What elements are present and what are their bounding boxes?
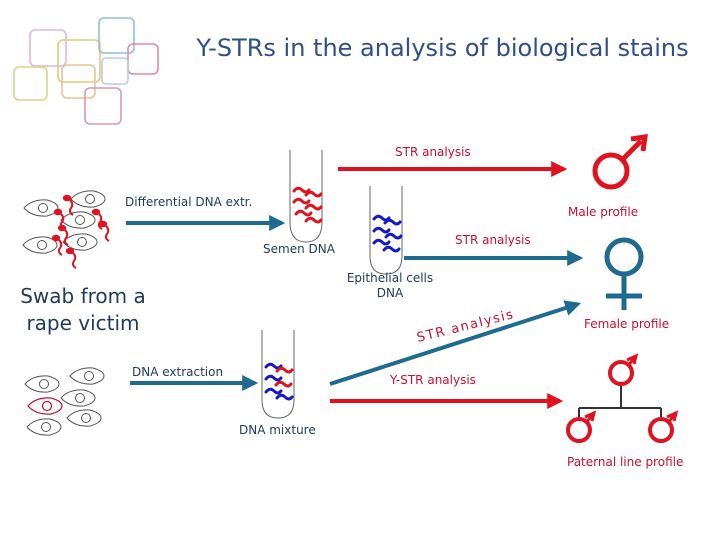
label-epithelial-dna: Epithelial cells DNA [346, 271, 434, 300]
arrow-str-analysis-diag [329, 300, 582, 386]
label-str-analysis-mid: STR analysis [455, 233, 531, 247]
label-dna-mixture: DNA mixture [239, 423, 316, 437]
label-semen-dna: Semen DNA [263, 242, 335, 256]
pedigree-male-icon [566, 353, 679, 443]
label-female-profile: Female profile [584, 317, 670, 331]
logo-squares-icon [13, 17, 159, 125]
male-symbol-icon [592, 134, 648, 190]
label-swab: Swab from a rape victim [20, 284, 146, 335]
test-tube-icon [289, 150, 323, 243]
label-dna-extraction: DNA extraction [132, 365, 224, 379]
test-tube-icon [261, 330, 295, 419]
label-str-analysis-top: STR analysis [395, 145, 471, 159]
epithelial-cell-icon [24, 367, 105, 436]
label-differential-extraction: Differential DNA extr. [125, 195, 253, 209]
label-male-profile: Male profile [568, 205, 639, 219]
page-title: Y-STRs in the analysis of biological sta… [196, 34, 689, 62]
female-symbol-icon [604, 237, 644, 310]
label-ystr-analysis: Y-STR analysis [390, 373, 476, 387]
label-paternal-line-profile: Paternal line profile [567, 455, 684, 469]
test-tube-icon [369, 186, 403, 275]
